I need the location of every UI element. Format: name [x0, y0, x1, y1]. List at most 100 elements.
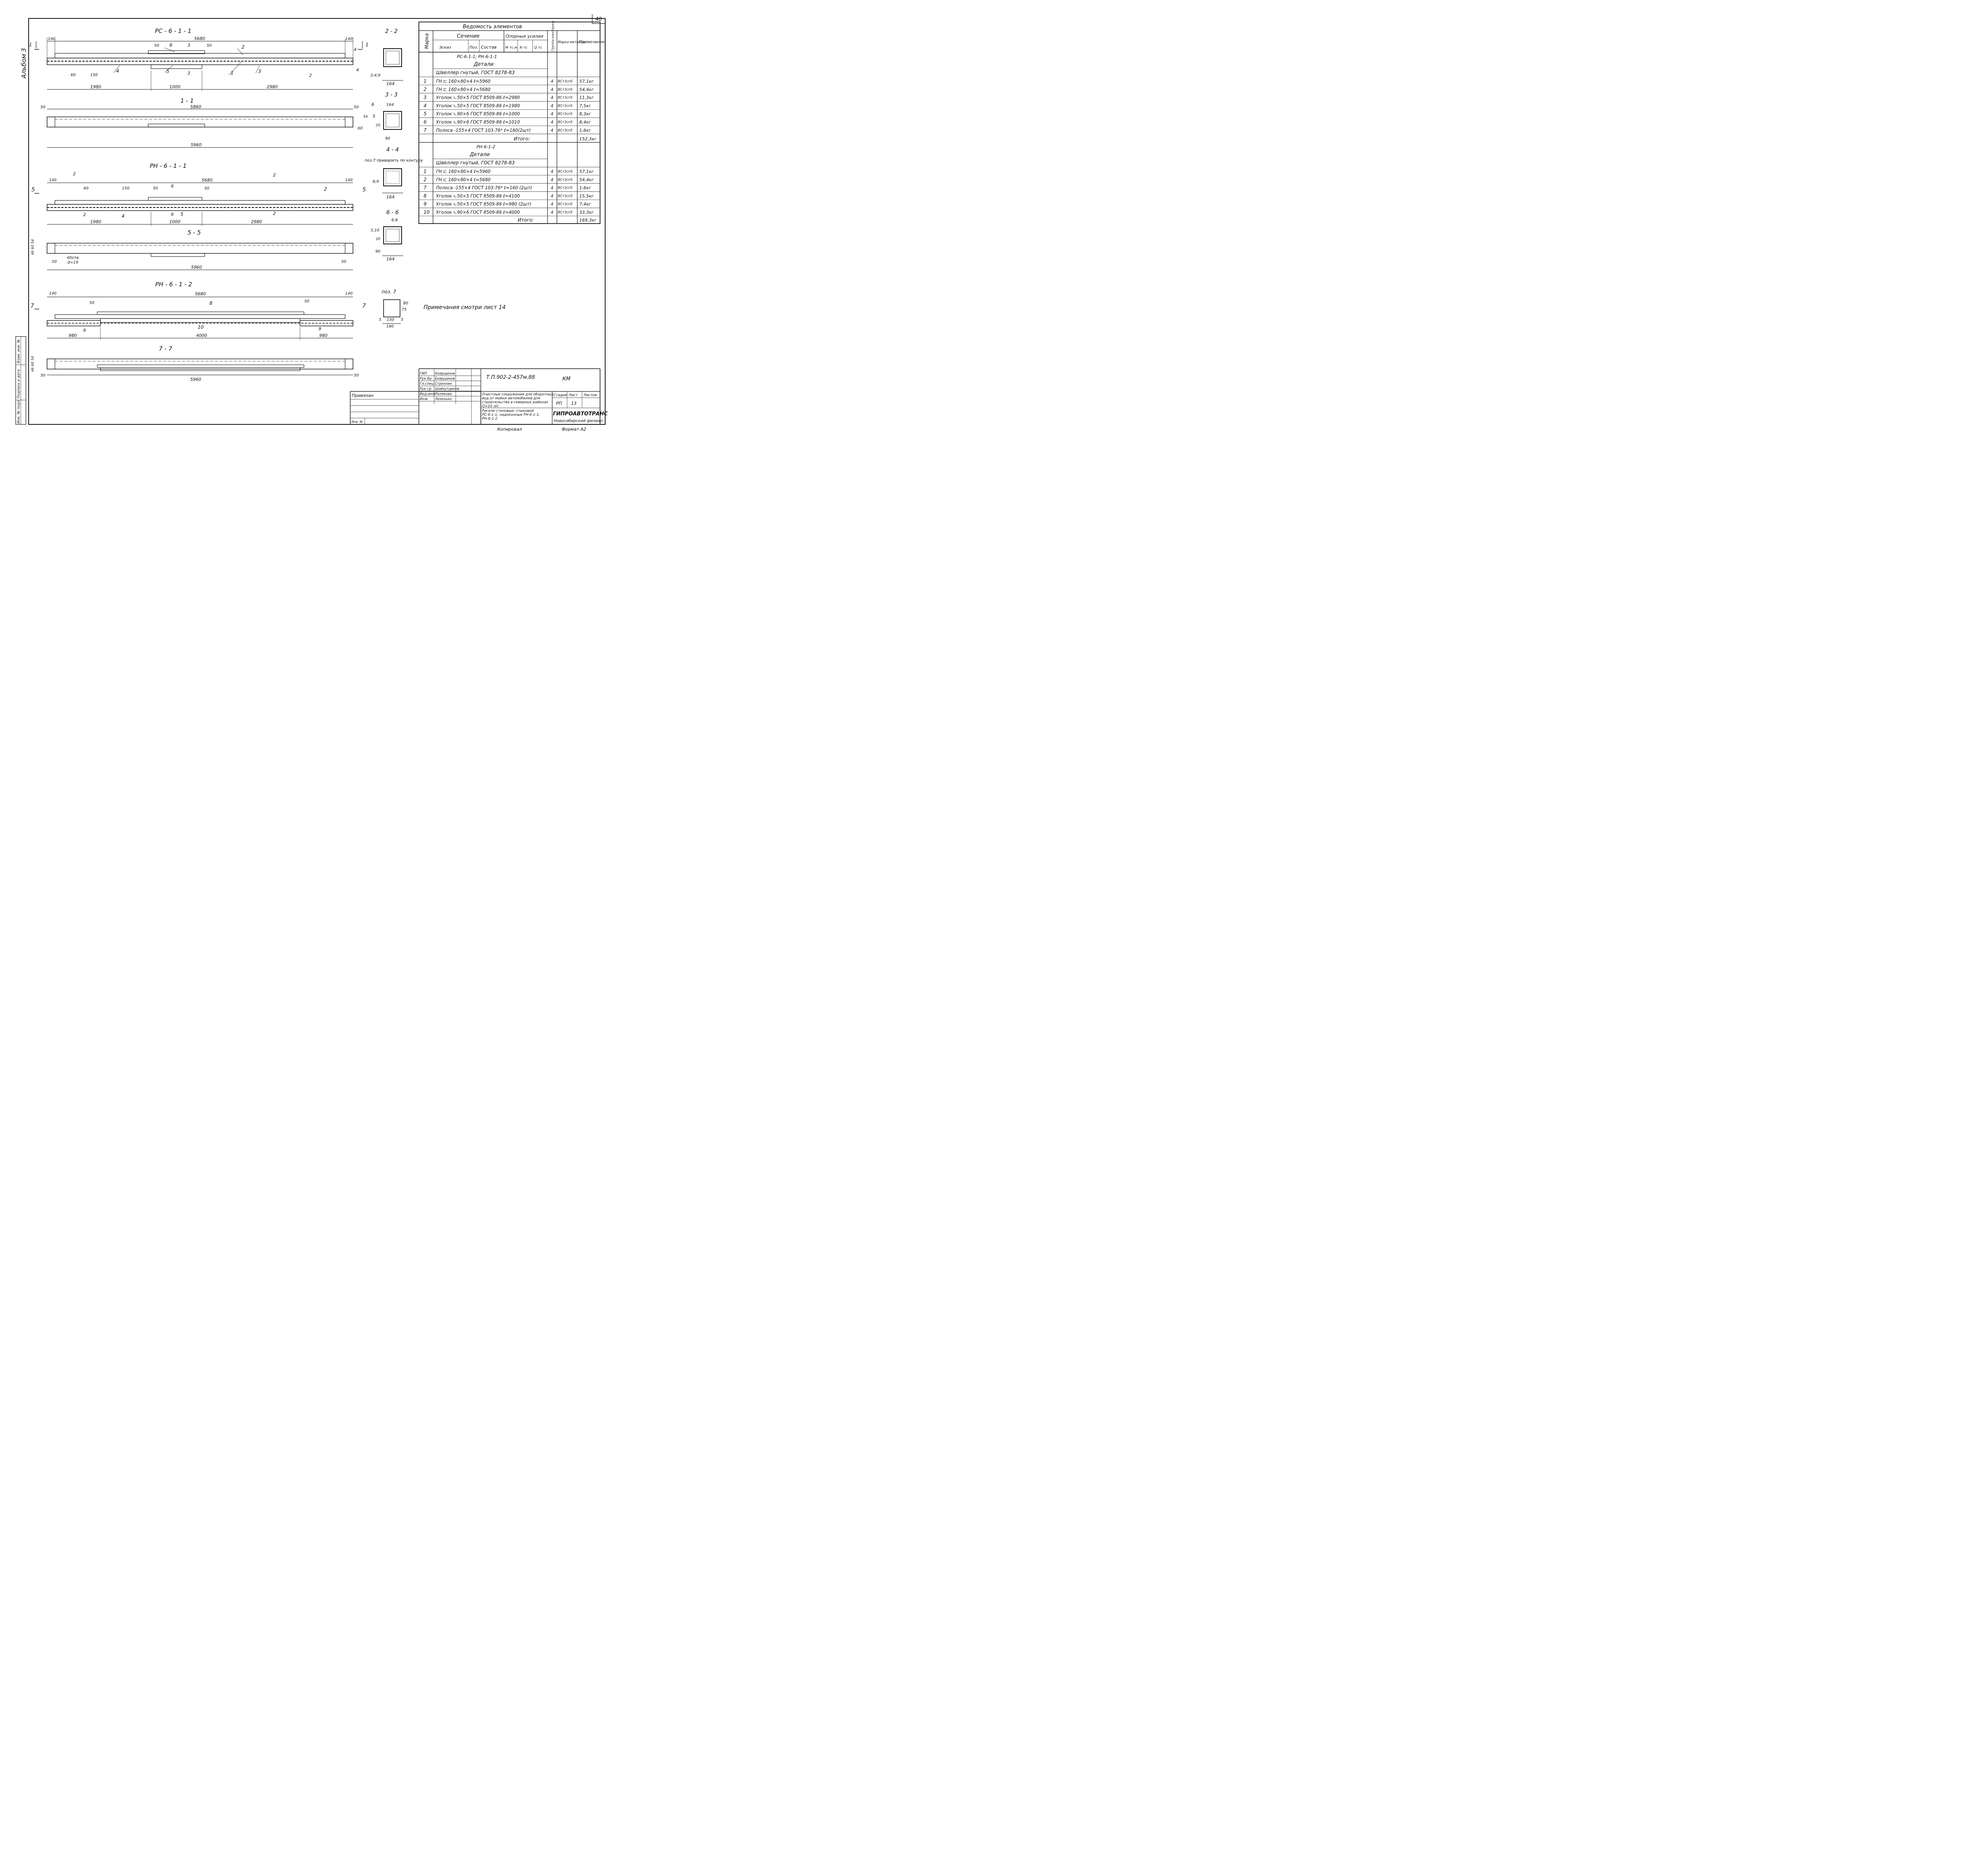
svg-text:2: 2 — [83, 212, 86, 217]
stamp-name: Лехенько — [435, 397, 452, 401]
svg-text:20: 20 — [376, 124, 380, 127]
row-group: 4 — [551, 120, 553, 125]
svg-text:50: 50 — [153, 186, 158, 191]
row-poz: 1 — [424, 78, 427, 84]
svg-text:5960: 5960 — [191, 142, 202, 147]
row-note: 1,6кг — [579, 186, 591, 191]
org-name: ГИПРОАВТОТРАНС — [553, 411, 608, 417]
svg-text:50: 50 — [89, 301, 95, 305]
stamp-role: Вед.инж — [420, 392, 436, 396]
svg-text:КМ: КМ — [562, 376, 570, 382]
svg-text:1000: 1000 — [169, 84, 180, 89]
svg-text:Q тс: Q тс — [534, 46, 542, 50]
view-rs-6-1-1: РС - 6 - 1 - 1 140 140 5680 50 50 1 1 4 … — [29, 27, 369, 91]
svg-text:Листов: Листов — [583, 393, 597, 397]
svg-text:РС-6-1-1; РН-6-1-1: РС-6-1-1; РН-6-1-1 — [457, 54, 497, 59]
svg-text:Итого:: Итого: — [514, 136, 530, 142]
svg-text:10: 10 — [198, 324, 204, 330]
row-group: 4 — [551, 95, 553, 100]
svg-text:Формат А2: Формат А2 — [562, 427, 586, 432]
svg-text:Швеллер гнутый, ГОСТ 8278-83: Швеллер гнутый, ГОСТ 8278-83 — [436, 160, 515, 166]
view-section-1-1: 1 - 1 5860 50 50 54 60 5960 — [40, 97, 368, 148]
svg-text:6: 6 — [169, 42, 173, 48]
row-note: 54,4кг — [579, 87, 594, 92]
row-poz: 7 — [424, 127, 427, 133]
row-steel: ВСт3сп5 — [558, 170, 573, 174]
row-group: 4 — [551, 193, 553, 198]
svg-text:60: 60 — [84, 186, 89, 191]
svg-text:5: 5 — [362, 187, 366, 193]
svg-text:164: 164 — [386, 195, 395, 200]
row-steel: ВСт3сп5 — [558, 80, 573, 84]
row-note: 33,3кг — [579, 210, 594, 215]
svg-text:140: 140 — [49, 291, 56, 296]
svg-text:поз. 7: поз. 7 — [382, 289, 396, 295]
svg-text:50: 50 — [354, 105, 359, 109]
svg-text:4: 4 — [122, 213, 125, 219]
svg-text:46 60 54: 46 60 54 — [31, 239, 35, 255]
album-label: Альбом 3 — [20, 48, 27, 79]
svg-text:М тс.м: М тс.м — [505, 46, 517, 50]
svg-text:140: 140 — [49, 178, 56, 182]
svg-text:164: 164 — [386, 103, 394, 107]
svg-text:980: 980 — [319, 333, 327, 338]
svg-text:5: 5 — [180, 211, 184, 217]
view-rn-6-1-2: РН - 6 - 1 - 2 5680 140 140 50 50 7 7 8 … — [31, 281, 366, 340]
svg-text:Поз.: Поз. — [469, 45, 478, 50]
svg-text:Состав: Состав — [481, 45, 497, 50]
strip-inv: Инв. № подл. — [17, 399, 21, 424]
row-group: 4 — [551, 87, 553, 92]
stamp-name: Полякова — [435, 392, 452, 396]
row-note: 8,3кг — [579, 111, 591, 116]
row-sostav: Полоса -155×4 ГОСТ 103-76* ℓ=160 (2шт) — [436, 186, 532, 191]
svg-text:54: 54 — [363, 115, 368, 119]
svg-text:150: 150 — [387, 318, 394, 322]
row-poz: 3 — [424, 95, 427, 100]
row-note: 7,5кг — [579, 103, 591, 108]
stamp-name: Стрехнин — [435, 382, 452, 386]
row-note: 15,5кг — [579, 193, 594, 198]
row-steel: ВСт3сп5 — [558, 178, 573, 182]
row-group: 4 — [551, 177, 553, 182]
row-note: 7,4кг — [579, 202, 591, 207]
section-3-3: 3 - 3 164 6 5 20 90 — [371, 92, 402, 141]
svg-text:РП: РП — [556, 401, 562, 406]
svg-text:4000: 4000 — [196, 333, 207, 338]
row-poz: 2 — [424, 87, 427, 92]
stamp-name: Боярщинов — [435, 372, 455, 376]
svg-text:160: 160 — [386, 324, 394, 329]
row-steel: ВСт3сп5 — [558, 104, 573, 108]
svg-text:Группа конструкц.: Группа конструкц. — [551, 20, 555, 51]
row-steel: ВСт3сп5 — [558, 129, 573, 133]
svg-text:50: 50 — [40, 105, 45, 109]
row-group: 4 — [551, 111, 553, 116]
svg-text:N тс: N тс — [520, 46, 528, 50]
view-section-5-5: 5 - 5 46 60 54 40отв. d=19 50 50 5960 — [31, 229, 353, 270]
svg-text:90: 90 — [385, 136, 390, 141]
svg-text:8: 8 — [209, 300, 213, 306]
row-poz: 6 — [424, 119, 427, 125]
svg-text:2: 2 — [273, 211, 276, 216]
svg-text:Инв. №: Инв. № — [351, 420, 363, 424]
svg-text:7: 7 — [362, 303, 366, 309]
svg-text:1000: 1000 — [169, 219, 180, 224]
svg-text:3;4;9: 3;4;9 — [370, 73, 380, 78]
svg-text:d=19: d=19 — [67, 260, 78, 265]
svg-text:5: 5 — [401, 318, 403, 322]
svg-text:46 60 54: 46 60 54 — [31, 356, 35, 372]
table-title: Ведомость элементов — [463, 24, 522, 30]
row-poz: 5 — [424, 111, 427, 116]
row-sostav: ГН ⊏ 160×80×4 ℓ=5680 — [436, 177, 491, 182]
svg-text:РН - 6 - 1 - 2: РН - 6 - 1 - 2 — [155, 281, 192, 288]
view-rn-6-1-1: РН - 6 - 1 - 1 5680 140 140 60 150 50 50… — [31, 162, 366, 226]
svg-text:6 - 6: 6 - 6 — [386, 209, 399, 216]
svg-text:Сечение: Сечение — [457, 33, 480, 39]
svg-text:9: 9 — [83, 328, 86, 333]
svg-text:Лист: Лист — [568, 393, 578, 397]
notes-text: Примечания смотри лист 14 — [424, 304, 506, 311]
